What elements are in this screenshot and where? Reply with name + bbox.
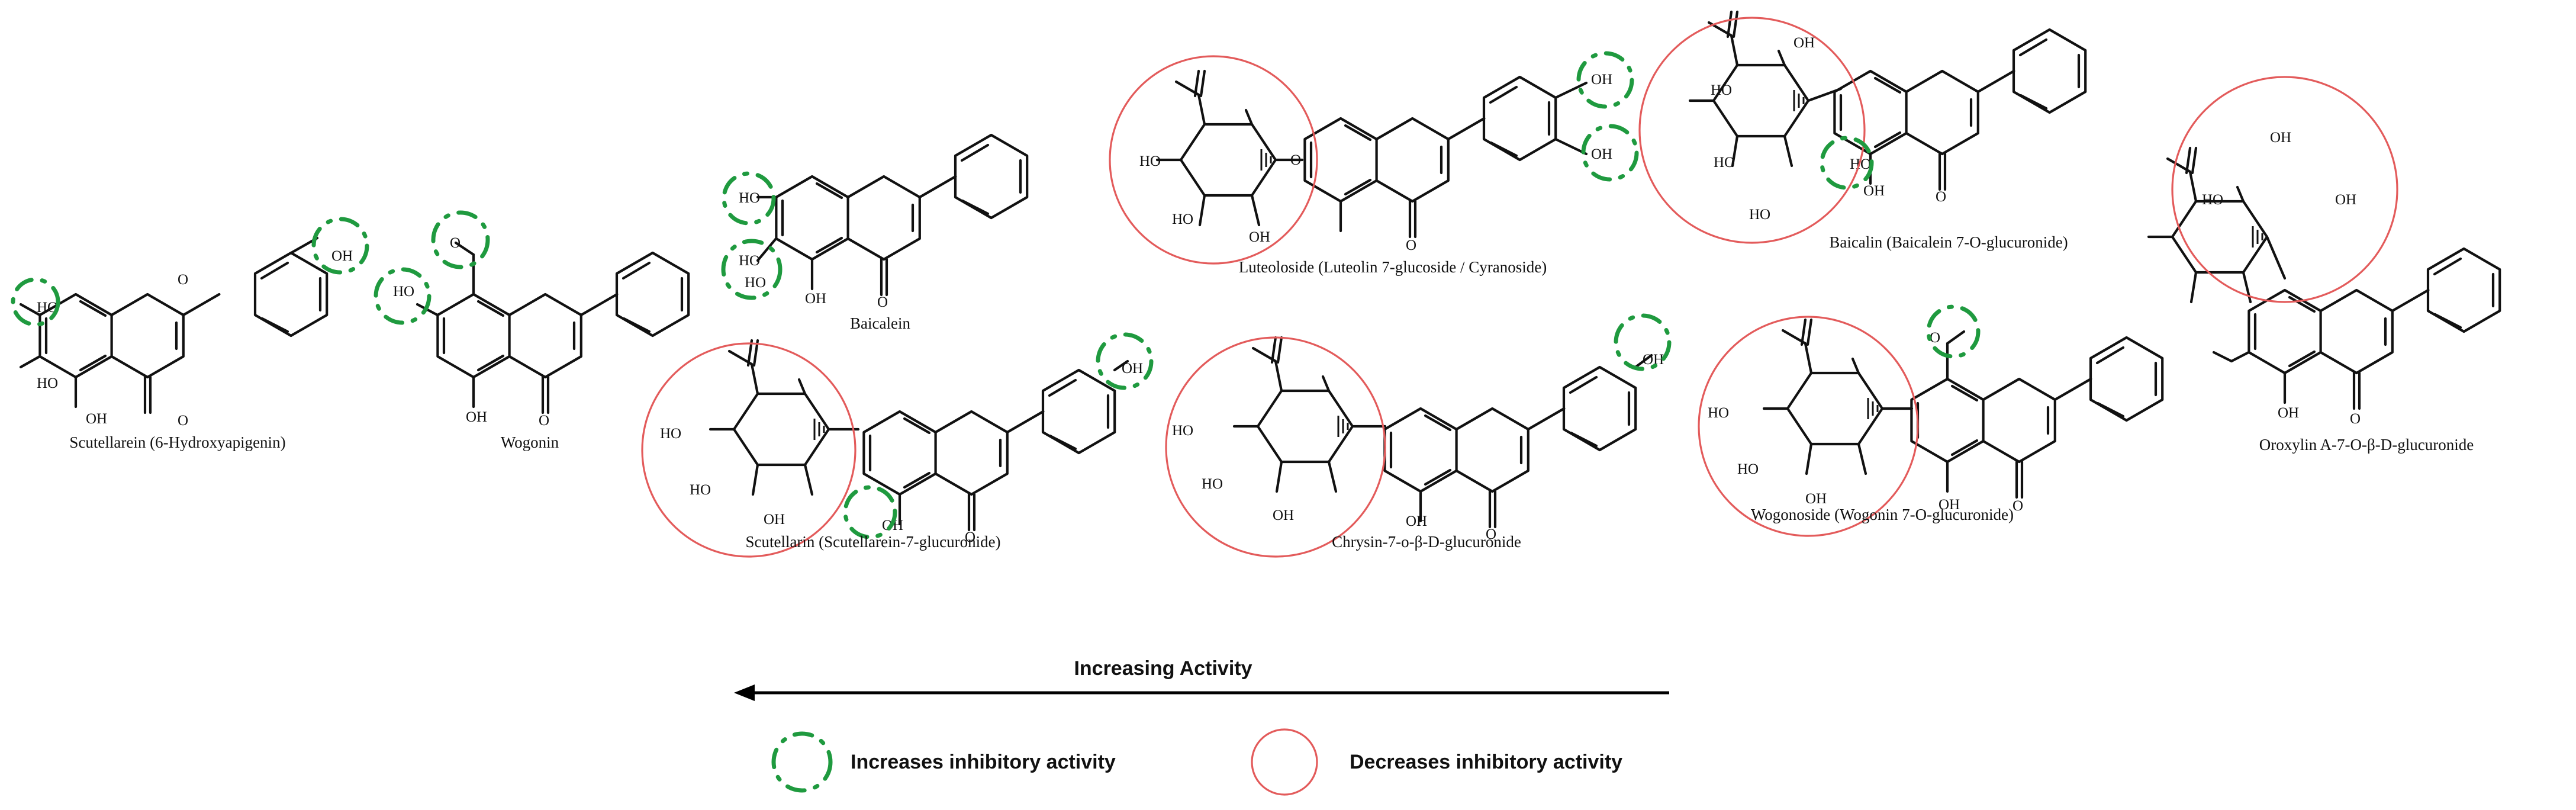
atom-label: HO (1708, 405, 1729, 421)
atom-label: OH (1591, 146, 1612, 162)
structure-baicalein: HO HO HO OH O (721, 135, 1027, 310)
atom-label: O (965, 529, 975, 545)
atom-label: HO (1737, 461, 1759, 477)
atom-label: HO (660, 426, 681, 442)
atom-label: O (877, 294, 888, 310)
increase-marker (843, 485, 897, 539)
atom-label: OH (2278, 405, 2299, 421)
atom-label: HO (2202, 192, 2223, 208)
decrease-marker (641, 342, 856, 558)
atom-label: O (450, 235, 461, 251)
decrease-marker (1109, 55, 1318, 265)
legend-increase-marker (771, 731, 833, 793)
increase-marker (1581, 124, 1639, 182)
increase-marker (1096, 332, 1154, 390)
caption-scutellarin: Scutellarin (Scutellarein-7-glucuronide) (745, 533, 1000, 551)
atom-label: HO (690, 482, 711, 498)
increase-marker (431, 210, 490, 269)
structure-wogonin: O HO OH O (373, 210, 688, 429)
legend: Increases inhibitory activity Decreases … (771, 728, 1622, 796)
increase-marker (311, 217, 369, 275)
increase-marker (1576, 51, 1634, 109)
atom-label: OH (466, 409, 487, 425)
atom-label: HO (739, 190, 760, 206)
increase-marker (373, 267, 432, 325)
atom-label: OH (1591, 72, 1612, 88)
atom-label: HO (1714, 155, 1735, 171)
decrease-marker (1165, 336, 1386, 558)
caption-wogonin: Wogonin (501, 433, 559, 451)
atom-label: OH (1805, 491, 1827, 507)
increase-marker (721, 239, 783, 300)
increase-marker (11, 277, 60, 327)
decrease-marker (1638, 17, 1866, 244)
structure-oroxylin: HO OH OH OH O (2149, 76, 2500, 427)
atom-label: O (178, 413, 188, 429)
atom-label: OH (764, 512, 785, 528)
legend-decrease-label: Decreases inhibitory activity (1350, 751, 1622, 773)
decrease-marker (2171, 76, 2398, 303)
atom-label: O (1936, 189, 1946, 205)
atom-label: HO (1711, 82, 1732, 98)
atom-label: O (1930, 330, 1940, 346)
atom-label: OH (1793, 35, 1815, 51)
atom-label: O (539, 413, 549, 429)
structure-baicalin: HO HO HO OH HO OH O (1638, 12, 2085, 244)
structure-chrysin: OH HO HO OH OH O (1165, 313, 1672, 558)
atom-label: O (1290, 152, 1301, 168)
caption-scutellarein: Scutellarein (6-Hydroxyapigenin) (69, 433, 285, 451)
atom-label: O (2350, 411, 2361, 427)
atom-label: OH (2270, 130, 2291, 146)
increase-marker (722, 171, 776, 226)
atom-label: OH (2335, 192, 2356, 208)
atom-label: O (2012, 498, 2023, 514)
structure-wogonoside: O HO HO OH OH O (1698, 304, 2162, 537)
caption-luteoloside: Luteoloside (Luteolin 7-glucoside / Cyra… (1239, 258, 1547, 276)
atom-label: HO (1202, 476, 1223, 492)
increase-marker (1926, 304, 1981, 359)
arrow-label: Increasing Activity (1074, 657, 1252, 680)
activity-arrow (734, 684, 1669, 701)
caption-oroxylin: Oroxylin A-7-O-β-D-glucuronide (2259, 436, 2474, 454)
atom-label: OH (331, 248, 353, 264)
atom-label: OH (1406, 513, 1427, 529)
atom-label: O (1486, 526, 1496, 542)
legend-decrease-marker (1251, 728, 1318, 796)
atom-label: OH (1249, 229, 1270, 245)
atom-label: HO (37, 375, 58, 391)
atom-label: HO (745, 275, 766, 291)
structure-scutellarein: OH HO HO OH O O (11, 217, 369, 429)
atom-label: HO (393, 284, 414, 300)
increase-marker (1820, 136, 1874, 190)
caption-baicalein: Baicalein (850, 314, 910, 332)
atom-label: HO (739, 253, 760, 269)
atom-label: O (1406, 237, 1416, 253)
atom-label: OH (1273, 507, 1294, 523)
caption-wogonoside: Wogonoside (Wogonin 7-O-glucuronide) (1751, 506, 2014, 523)
atom-label: OH (86, 411, 107, 427)
atom-label: OH (1939, 497, 1960, 513)
decrease-marker (1698, 316, 1919, 537)
atom-label: HO (1172, 423, 1193, 439)
increase-marker (1614, 313, 1672, 371)
atom-label: OH (1863, 183, 1885, 199)
atom-label: HO (1749, 207, 1770, 223)
atom-label: HO (1139, 153, 1161, 169)
legend-increase-label: Increases inhibitory activity (851, 751, 1116, 773)
atom-label: O (178, 272, 188, 288)
structure-scutellarin: OH HO HO OH OH O (641, 332, 1154, 558)
caption-chrysin: Chrysin-7-o-β-D-glucuronide (1332, 533, 1521, 551)
atom-label: OH (805, 291, 826, 307)
caption-baicalin: Baicalin (Baicalein 7-O-glucuronide) (1829, 233, 2068, 251)
atom-label: HO (1172, 211, 1193, 227)
structure-luteoloside: OH OH HO HO OH O O (1109, 51, 1639, 265)
atom-label: OH (1122, 361, 1143, 377)
